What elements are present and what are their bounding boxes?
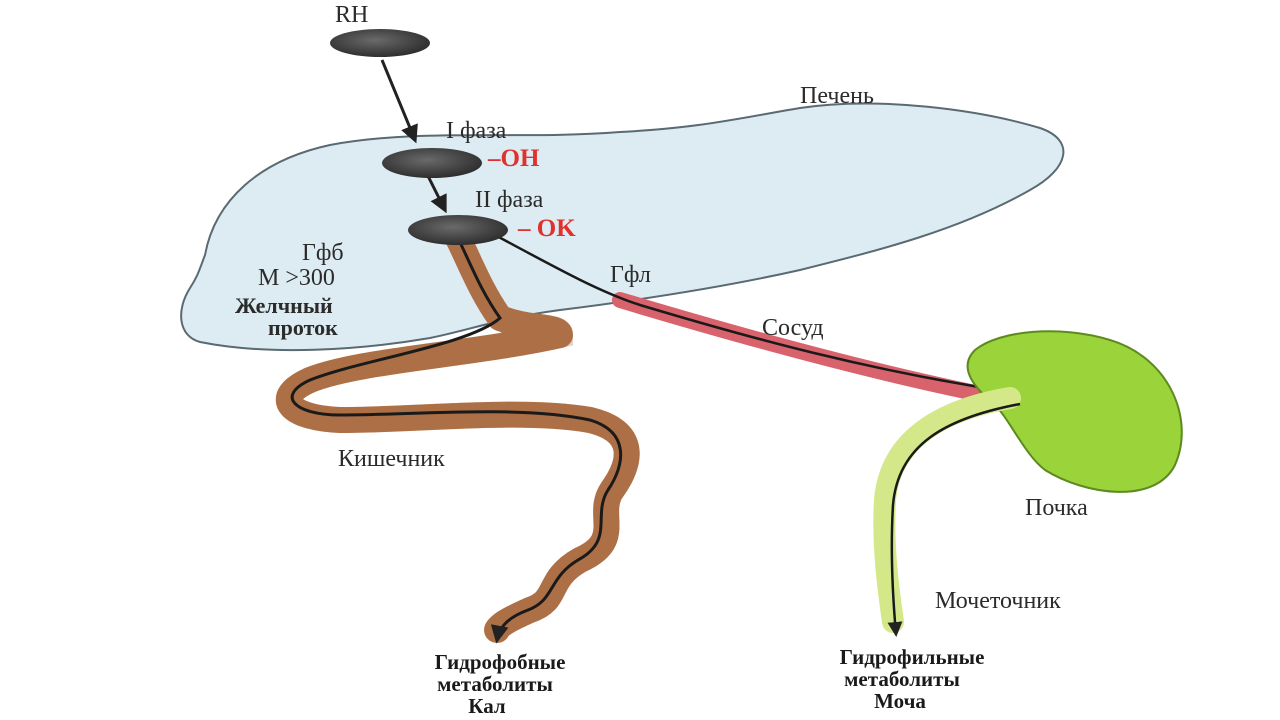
label-rh: RH [335,2,368,28]
label-kidney: Почка [1025,495,1088,521]
label-oh: –OH [487,145,540,172]
label-ureter: Мочеточник [935,588,1061,614]
label-hydrophilic-1: Гидрофильные [840,645,985,669]
node-phase1 [382,148,482,178]
label-bile-duct-2: проток [268,315,338,340]
label-intestine: Кишечник [338,446,445,472]
arrow-rh-to-phase1 [380,59,418,144]
label-phase2: II фаза [475,187,544,213]
label-liver: Печень [800,83,874,109]
arrow-phase1-to-phase2 [426,175,447,214]
label-phase1: I фаза [446,118,507,144]
ureter-flow-line [887,402,1021,637]
vessel-flow-line [494,233,1033,401]
label-hydrophilic-3: Моча [874,689,926,713]
label-mass: M >300 [258,265,335,291]
label-hydrophobic-2: метаболиты [437,672,553,696]
label-ok: – OK [517,215,576,242]
node-phase2 [408,215,508,245]
label-vessel: Сосуд [762,315,824,341]
node-rh [330,29,430,57]
label-hydrophobic-1: Гидрофобные [435,650,566,674]
label-gfb: Гфб [302,240,344,266]
label-hydrophilic-2: метаболиты [844,667,960,691]
ureter-tube [873,387,1021,633]
label-gfl: Гфл [610,262,651,288]
kidney-shape [966,330,1183,493]
label-bile-duct-1: Желчный [235,293,333,318]
label-hydrophobic-3: Кал [468,694,506,718]
intestine-flow-line [290,231,623,644]
